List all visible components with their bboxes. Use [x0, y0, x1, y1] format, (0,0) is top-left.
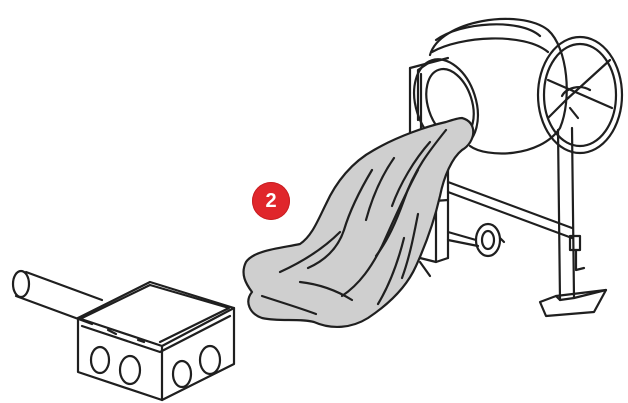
- handwheel-icon: [538, 37, 622, 153]
- cloth-icon: [244, 118, 474, 327]
- junction-box-icon: [13, 271, 234, 400]
- step-number-badge: 2: [252, 182, 290, 220]
